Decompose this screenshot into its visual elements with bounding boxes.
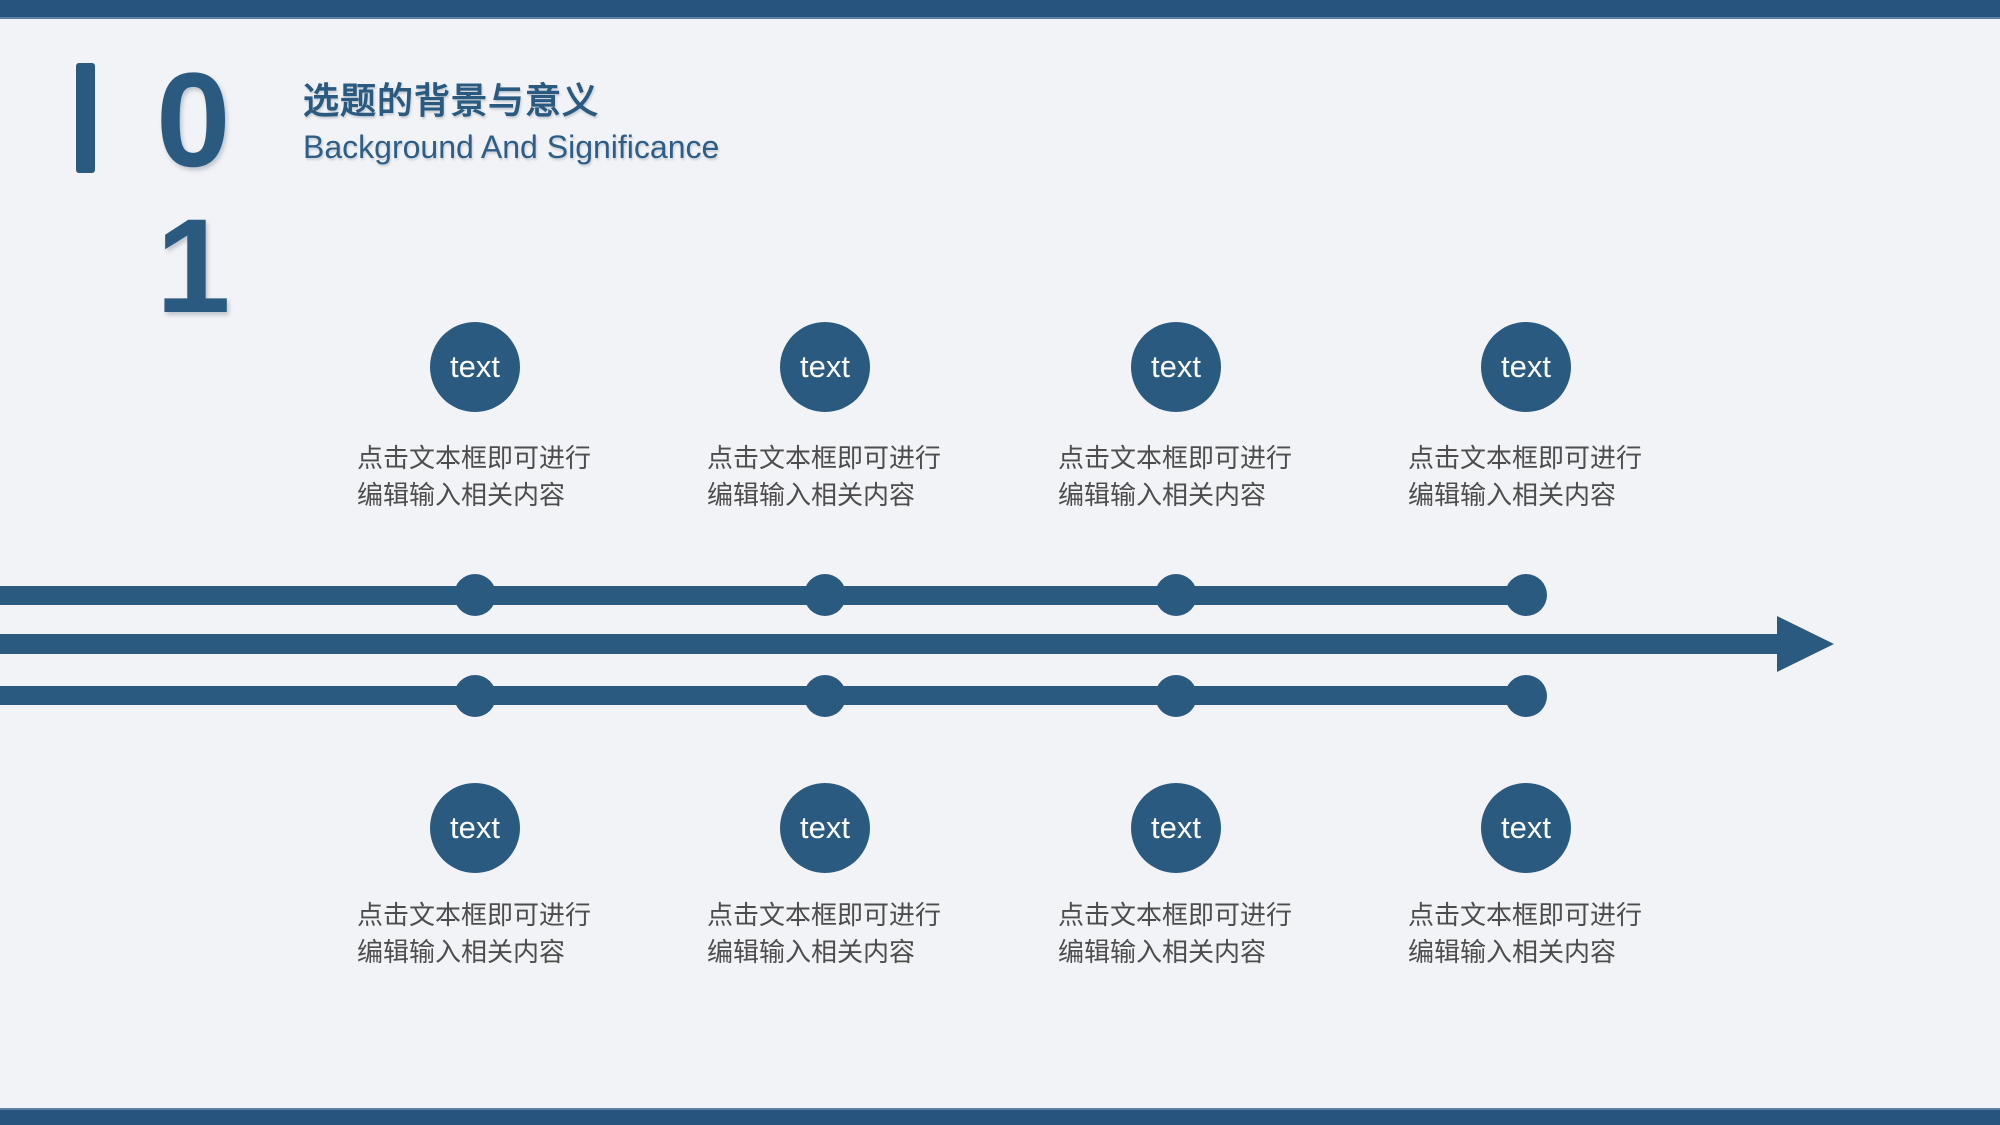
desc-line: 编辑输入相关内容: [357, 480, 566, 510]
page-subtitle: Background And Significance: [303, 129, 720, 165]
timeline-dot: [1155, 574, 1197, 616]
timeline-node: text 点击文本框即可进行 编辑输入相关内容: [355, 322, 595, 514]
node-circle-button[interactable]: text: [430, 322, 520, 412]
timeline-node: text 点击文本框即可进行 编辑输入相关内容: [355, 783, 595, 971]
desc-line: 编辑输入相关内容: [707, 937, 916, 967]
node-label: text: [450, 810, 500, 845]
node-text-placeholder[interactable]: 点击文本框即可进行 编辑输入相关内容: [1408, 440, 1644, 514]
top-accent-bar: [0, 0, 2000, 19]
timeline-dot: [1505, 574, 1547, 616]
node-circle-button[interactable]: text: [1481, 322, 1571, 412]
desc-line: 编辑输入相关内容: [1408, 480, 1617, 510]
timeline-dot: [804, 574, 846, 616]
node-label: text: [1501, 810, 1551, 845]
node-text-placeholder[interactable]: 点击文本框即可进行 编辑输入相关内容: [357, 897, 593, 971]
timeline-dot: [1155, 675, 1197, 717]
desc-line: 点击文本框即可进行: [1058, 443, 1293, 473]
timeline-node: text 点击文本框即可进行 编辑输入相关内容: [1406, 322, 1646, 514]
desc-line: 点击文本框即可进行: [1408, 900, 1643, 930]
page-title: 选题的背景与意义: [303, 80, 600, 121]
node-label: text: [1151, 349, 1201, 384]
node-label: text: [1501, 349, 1551, 384]
desc-line: 点击文本框即可进行: [707, 900, 942, 930]
timeline-node: text 点击文本框即可进行 编辑输入相关内容: [705, 783, 945, 971]
node-circle-button[interactable]: text: [1131, 783, 1221, 873]
node-circle-button[interactable]: text: [1481, 783, 1571, 873]
timeline-line-top: [0, 586, 1530, 605]
node-circle-button[interactable]: text: [430, 783, 520, 873]
desc-line: 点击文本框即可进行: [1058, 900, 1293, 930]
node-text-placeholder[interactable]: 点击文本框即可进行 编辑输入相关内容: [707, 897, 943, 971]
node-text-placeholder[interactable]: 点击文本框即可进行 编辑输入相关内容: [707, 440, 943, 514]
desc-line: 编辑输入相关内容: [357, 937, 566, 967]
desc-line: 编辑输入相关内容: [1058, 937, 1267, 967]
node-text-placeholder[interactable]: 点击文本框即可进行 编辑输入相关内容: [1058, 440, 1294, 514]
desc-line: 点击文本框即可进行: [357, 900, 592, 930]
desc-line: 点击文本框即可进行: [1408, 443, 1643, 473]
node-circle-button[interactable]: text: [780, 783, 870, 873]
section-number: 01: [156, 46, 231, 341]
node-label: text: [1151, 810, 1201, 845]
timeline-dot: [804, 675, 846, 717]
desc-line: 点击文本框即可进行: [357, 443, 592, 473]
desc-line: 编辑输入相关内容: [1058, 480, 1267, 510]
desc-line: 点击文本框即可进行: [707, 443, 942, 473]
node-text-placeholder[interactable]: 点击文本框即可进行 编辑输入相关内容: [1408, 897, 1644, 971]
timeline-node: text 点击文本框即可进行 编辑输入相关内容: [1056, 322, 1296, 514]
arrow-right-icon: [1777, 616, 1834, 672]
node-circle-button[interactable]: text: [780, 322, 870, 412]
timeline-node: text 点击文本框即可进行 编辑输入相关内容: [1056, 783, 1296, 971]
timeline-dot: [454, 675, 496, 717]
node-circle-button[interactable]: text: [1131, 322, 1221, 412]
timeline-arrow-shaft: [0, 634, 1777, 654]
bottom-accent-bar: [0, 1108, 2000, 1125]
desc-line: 编辑输入相关内容: [1408, 937, 1617, 967]
node-text-placeholder[interactable]: 点击文本框即可进行 编辑输入相关内容: [1058, 897, 1294, 971]
timeline-line-bottom: [0, 686, 1530, 705]
section-number-accent-bar: [76, 63, 95, 173]
node-label: text: [450, 349, 500, 384]
desc-line: 编辑输入相关内容: [707, 480, 916, 510]
node-text-placeholder[interactable]: 点击文本框即可进行 编辑输入相关内容: [357, 440, 593, 514]
timeline-dot: [1505, 675, 1547, 717]
node-label: text: [800, 349, 850, 384]
timeline-node: text 点击文本框即可进行 编辑输入相关内容: [1406, 783, 1646, 971]
timeline-node: text 点击文本框即可进行 编辑输入相关内容: [705, 322, 945, 514]
node-label: text: [800, 810, 850, 845]
timeline-dot: [454, 574, 496, 616]
